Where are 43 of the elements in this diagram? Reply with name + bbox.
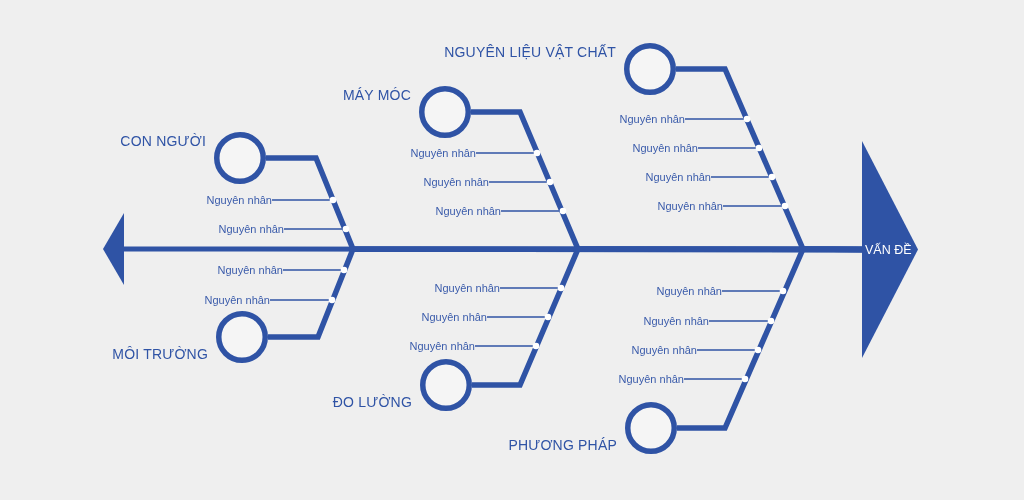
category-label: CON NGƯỜI <box>120 132 206 150</box>
cause-label: Nguyên nhân <box>423 175 489 189</box>
leader-line <box>684 115 751 123</box>
cause-label: Nguyên nhân <box>619 112 685 126</box>
problem-label: VẤN ĐỀ <box>865 241 912 259</box>
cause-label: Nguyên nhân <box>218 222 284 236</box>
cause-label: Nguyên nhân <box>645 170 711 184</box>
leader-line <box>708 317 775 325</box>
category-label: NGUYÊN LIỆU VẬT CHẤT <box>444 43 616 61</box>
leader-line <box>474 342 540 350</box>
leader-line <box>486 313 552 321</box>
cause-label: Nguyên nhân <box>204 293 270 307</box>
leader-line <box>475 149 541 157</box>
cause-label: Nguyên nhân <box>435 204 501 218</box>
leader-line <box>499 284 565 292</box>
leader-line <box>722 202 789 210</box>
cause-label: Nguyên nhân <box>421 310 487 324</box>
leader-line <box>500 207 567 215</box>
cause-label: Nguyên nhân <box>631 343 697 357</box>
leader-line <box>282 266 348 274</box>
leader-line <box>269 296 336 304</box>
cause-label: Nguyên nhân <box>434 281 500 295</box>
leader-line <box>283 225 350 233</box>
cause-label: Nguyên nhân <box>217 263 283 277</box>
category-label: MÁY MÓC <box>342 86 411 104</box>
cause-label: Nguyên nhân <box>618 372 684 386</box>
cause-label: Nguyên nhân <box>410 146 476 160</box>
leader-line <box>683 375 749 383</box>
cause-label: Nguyên nhân <box>656 284 722 298</box>
leader-line <box>721 287 787 295</box>
cause-label: Nguyên nhân <box>632 141 698 155</box>
leader-line <box>488 178 554 186</box>
category-label: ĐO LƯỜNG <box>332 393 412 411</box>
leader-line <box>697 144 763 152</box>
cause-label: Nguyên nhân <box>643 314 709 328</box>
cause-label: Nguyên nhân <box>657 199 723 213</box>
cause-label: Nguyên nhân <box>206 193 272 207</box>
leader-line <box>696 346 762 354</box>
cause-label: Nguyên nhân <box>409 339 475 353</box>
leader-line <box>271 196 337 204</box>
category-label: MÔI TRƯỜNG <box>112 345 208 363</box>
leader-line <box>710 173 776 181</box>
category-label: PHƯƠNG PHÁP <box>508 436 617 454</box>
